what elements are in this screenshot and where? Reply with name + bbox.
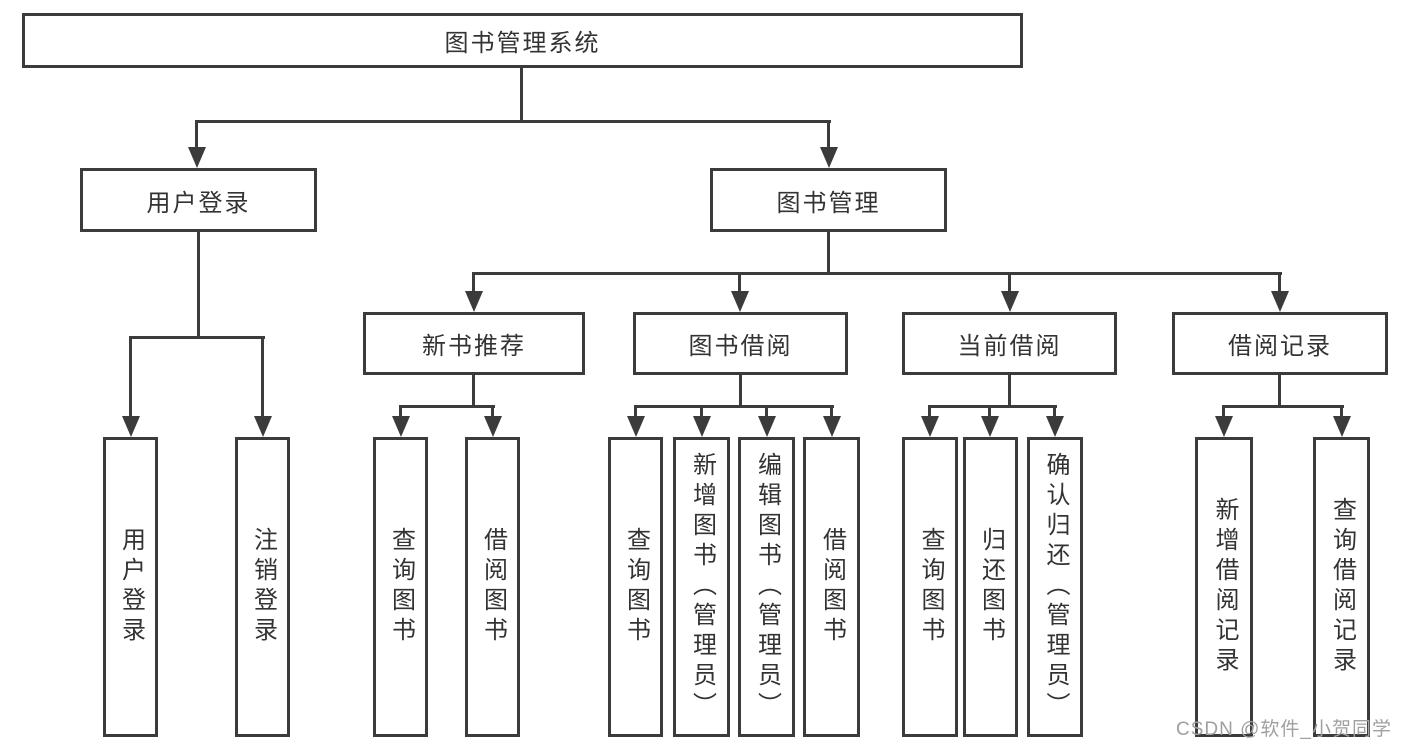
connector-vline bbox=[491, 405, 494, 419]
arrow-down-icon bbox=[392, 416, 410, 437]
node-label: 查询图书 bbox=[917, 527, 944, 647]
node-label: 借阅记录 bbox=[1228, 333, 1332, 360]
leaf-logout: 注销登录 bbox=[235, 437, 290, 737]
arrow-down-icon bbox=[122, 416, 140, 437]
node-label: 用户登录 bbox=[146, 189, 251, 217]
connector-hline bbox=[1222, 405, 1344, 408]
node-current-borrowing: 当前借阅 bbox=[902, 312, 1117, 375]
connector-vline bbox=[1278, 375, 1281, 408]
leaf-query-books-current: 查询图书 bbox=[902, 437, 958, 737]
connector-vline bbox=[988, 405, 991, 419]
connector-vline bbox=[1008, 375, 1011, 408]
connector-vline bbox=[634, 405, 637, 419]
node-label: 查询图书 bbox=[387, 527, 415, 647]
node-book-borrowing: 图书借阅 bbox=[633, 312, 848, 375]
connector-vline bbox=[195, 120, 198, 150]
node-label: 借阅图书 bbox=[479, 527, 507, 647]
leaf-add-borrow-record: 新增借阅记录 bbox=[1195, 437, 1253, 737]
arrow-down-icon bbox=[693, 416, 711, 437]
leaf-query-books-recommend: 查询图书 bbox=[373, 437, 428, 737]
arrow-down-icon bbox=[758, 416, 776, 437]
connector-hline bbox=[928, 405, 1057, 408]
node-library-management-system: 图书管理系统 bbox=[22, 13, 1023, 68]
connector-vline bbox=[1008, 272, 1011, 294]
connector-vline bbox=[827, 232, 830, 275]
node-label: 查询图书 bbox=[622, 527, 650, 647]
connector-vline bbox=[700, 405, 703, 419]
node-new-book-recommendation: 新书推荐 bbox=[363, 312, 585, 375]
connector-vline bbox=[261, 336, 264, 419]
connector-vline bbox=[472, 272, 475, 294]
connector-vline bbox=[827, 120, 830, 150]
leaf-user-login: 用户登录 bbox=[103, 437, 158, 737]
arrow-down-icon bbox=[1215, 416, 1233, 437]
connector-vline bbox=[739, 375, 742, 408]
connector-hline bbox=[129, 336, 265, 339]
connector-vline bbox=[197, 232, 200, 339]
leaf-query-books-borrowing: 查询图书 bbox=[608, 437, 663, 737]
arrow-down-icon bbox=[1333, 416, 1351, 437]
connector-vline bbox=[520, 68, 523, 123]
connector-vline bbox=[129, 336, 132, 419]
node-label: 新增图书（管理员） bbox=[688, 452, 716, 722]
csdn-watermark: CSDN @软件_小贺同学 bbox=[1176, 719, 1392, 740]
leaf-borrow-books-recommend: 借阅图书 bbox=[465, 437, 520, 737]
arrow-down-icon bbox=[823, 416, 841, 437]
leaf-confirm-return-admin: 确认归还（管理员） bbox=[1027, 437, 1083, 737]
node-label: 图书管理系统 bbox=[444, 30, 601, 57]
arrow-down-icon bbox=[1046, 416, 1064, 437]
arrow-down-icon bbox=[820, 147, 838, 168]
node-user-login: 用户登录 bbox=[80, 168, 317, 232]
leaf-edit-books-admin: 编辑图书（管理员） bbox=[738, 437, 795, 737]
node-label: 当前借阅 bbox=[957, 333, 1062, 360]
node-label: 归还图书 bbox=[977, 527, 1005, 647]
node-label: 图书借阅 bbox=[688, 333, 793, 360]
node-label: 用户登录 bbox=[117, 527, 145, 647]
arrow-down-icon bbox=[465, 291, 483, 312]
connector-hline bbox=[195, 120, 831, 123]
arrow-down-icon bbox=[188, 147, 206, 168]
connector-vline bbox=[1222, 405, 1225, 419]
connector-vline bbox=[1053, 405, 1056, 419]
connector-vline bbox=[399, 405, 402, 419]
leaf-borrow-books-borrowing: 借阅图书 bbox=[803, 437, 860, 737]
arrow-down-icon bbox=[921, 416, 939, 437]
node-label: 新增借阅记录 bbox=[1211, 497, 1238, 677]
node-label: 新书推荐 bbox=[422, 333, 526, 360]
connector-vline bbox=[472, 375, 475, 408]
node-label: 确认归还（管理员） bbox=[1042, 452, 1069, 722]
connector-hline bbox=[634, 405, 834, 408]
arrow-down-icon bbox=[981, 416, 999, 437]
node-label: 图书管理 bbox=[776, 189, 881, 217]
node-book-management: 图书管理 bbox=[710, 168, 947, 232]
connector-vline bbox=[1278, 272, 1281, 294]
connector-vline bbox=[765, 405, 768, 419]
leaf-add-books-admin: 新增图书（管理员） bbox=[673, 437, 730, 737]
connector-hline bbox=[472, 272, 1282, 275]
connector-vline bbox=[1340, 405, 1343, 419]
connector-vline bbox=[928, 405, 931, 419]
arrow-down-icon bbox=[1271, 291, 1289, 312]
node-borrowing-records: 借阅记录 bbox=[1172, 312, 1388, 375]
node-label: 编辑图书（管理员） bbox=[753, 452, 781, 722]
node-label: 注销登录 bbox=[249, 527, 277, 647]
arrow-down-icon bbox=[627, 416, 645, 437]
arrow-down-icon bbox=[484, 416, 502, 437]
connector-vline bbox=[738, 272, 741, 294]
arrow-down-icon bbox=[254, 416, 272, 437]
node-label: 借阅图书 bbox=[818, 527, 846, 647]
arrow-down-icon bbox=[731, 291, 749, 312]
connector-hline bbox=[399, 405, 495, 408]
leaf-return-books: 归还图书 bbox=[963, 437, 1018, 737]
leaf-query-borrow-record: 查询借阅记录 bbox=[1313, 437, 1370, 737]
connector-vline bbox=[830, 405, 833, 419]
arrow-down-icon bbox=[1001, 291, 1019, 312]
node-label: 查询借阅记录 bbox=[1328, 497, 1356, 677]
